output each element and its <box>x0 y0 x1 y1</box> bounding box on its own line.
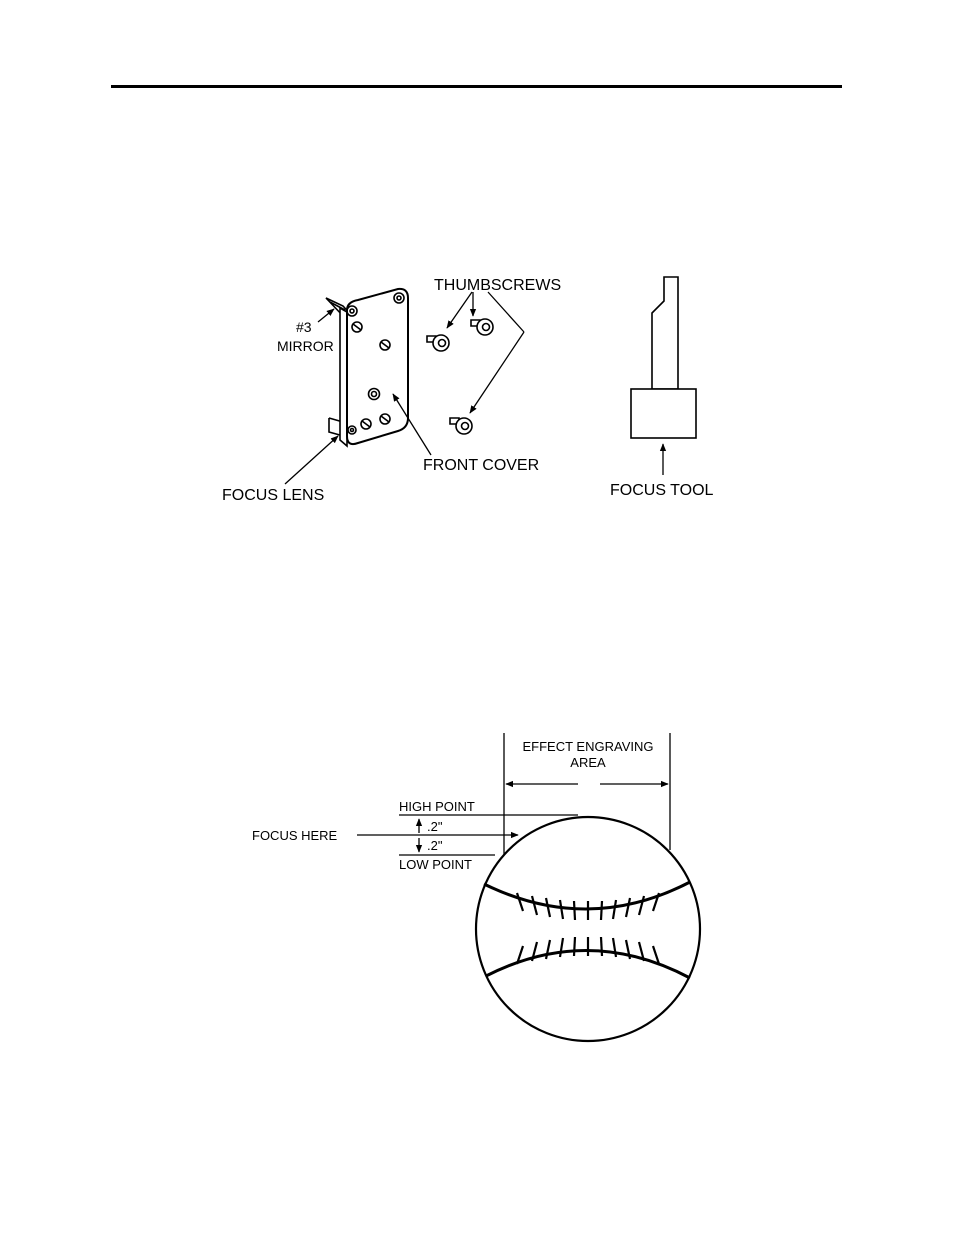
thumbscrew-1 <box>427 335 449 351</box>
effect-engraving-label-line1: EFFECT ENGRAVING <box>523 739 654 754</box>
upper-offset-label: .2" <box>427 819 443 834</box>
high-point-label: HIGH POINT <box>399 799 475 814</box>
thumbscrew-3 <box>450 418 472 434</box>
baseball <box>476 817 700 1041</box>
lower-offset-label: .2" <box>427 838 443 853</box>
effect-engraving-label-line2: AREA <box>570 755 606 770</box>
low-point-label: LOW POINT <box>399 857 472 872</box>
focus-tool <box>631 277 696 438</box>
thumbscrew-2 <box>471 319 493 335</box>
thumbscrews-label: THUMBSCREWS <box>434 277 561 294</box>
front-cover-label: FRONT COVER <box>423 457 539 474</box>
front-cover-assembly <box>326 289 408 446</box>
focus-here-label: FOCUS HERE <box>252 828 338 843</box>
focus-lens-label: FOCUS LENS <box>222 487 324 504</box>
mirror-label-line1: #3 <box>296 319 312 335</box>
focus-tool-label: FOCUS TOOL <box>610 482 714 499</box>
mirror-label-line2: MIRROR <box>277 338 334 354</box>
